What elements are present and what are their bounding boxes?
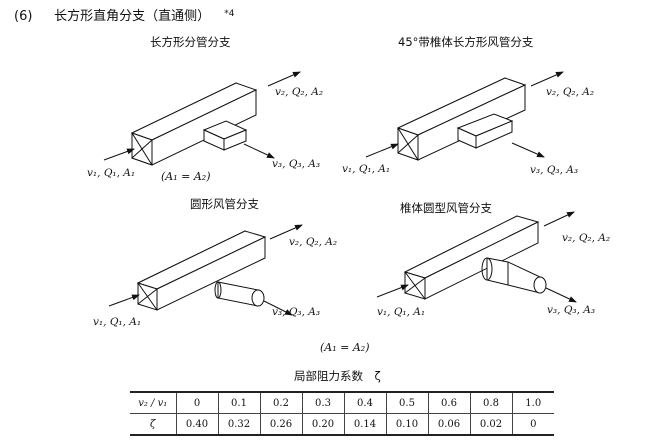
- figure-3-caption: 圆形风管分支: [190, 197, 259, 211]
- table-cell: 0.02: [469, 413, 512, 436]
- table-cell: 0.5: [385, 391, 428, 414]
- velocity-ratio-row: v₂ / v₁ 0 0.1 0.2 0.3 0.4 0.5 0.6 0.8 1.…: [130, 391, 554, 414]
- section-number: (6): [14, 9, 33, 24]
- table-cell: 0.1: [217, 391, 260, 414]
- figure-3-upstream-label: v₁, Q₁, A₁: [93, 316, 142, 328]
- table-cell: 0.8: [469, 391, 512, 414]
- table-cell: 0.06: [427, 413, 470, 436]
- table-cell: 0.20: [301, 413, 344, 436]
- table-cell: 0.2: [259, 391, 302, 414]
- area-equation-top: (A₁ = A₂): [161, 170, 211, 183]
- figure-1-branch-label: v₃, Q₃, A₃: [272, 158, 321, 170]
- figure-4-caption: 椎体圆型风管分支: [400, 201, 492, 215]
- figure-4-branch-label: v₃, Q₃, A₃: [547, 304, 596, 316]
- section-heading: (6) 长方形直角分支（直通侧） *4: [14, 5, 235, 24]
- table-cell: 0.3: [301, 391, 344, 414]
- figure-4-straight-label: v₂, Q₂, A₂: [562, 232, 611, 244]
- table-title: 局部阻力系数 ζ: [294, 369, 381, 383]
- figure-4-upstream-label: v₁, Q₁, A₁: [377, 306, 426, 318]
- figure-1-straight-label: v₂, Q₂, A₂: [275, 86, 324, 98]
- row-header-velocity-ratio: v₂ / v₁: [130, 391, 176, 414]
- figure-1-upstream-label: v₁, Q₁, A₁: [87, 167, 136, 179]
- section-title: 长方形直角分支（直通侧）: [54, 9, 211, 24]
- table-cell: 0.4: [343, 391, 386, 414]
- table-cell: 0.10: [385, 413, 428, 436]
- table-cell: 0: [511, 413, 554, 436]
- figure-2-upstream-label: v₁, Q₁, A₁: [342, 163, 391, 175]
- row-header-zeta: ζ: [130, 413, 176, 436]
- table-cell: 0.26: [259, 413, 302, 436]
- table-cell: 0: [175, 391, 218, 414]
- coefficient-row: ζ 0.40 0.32 0.26 0.20 0.14 0.10 0.06 0.0…: [130, 413, 554, 436]
- figure-1-caption: 长方形分管分支: [150, 35, 231, 49]
- area-equation-bottom: (A₁ = A₂): [320, 341, 370, 354]
- table-cell: 0.40: [175, 413, 218, 436]
- table-cell: 0.6: [427, 391, 470, 414]
- figure-3-straight-label: v₂, Q₂, A₂: [289, 236, 338, 248]
- footnote-marker: *4: [224, 9, 235, 19]
- figure-2-straight-label: v₂, Q₂, A₂: [546, 86, 595, 98]
- table-cell: 1.0: [511, 391, 554, 414]
- figure-2-branch-label: v₃, Q₃, A₃: [530, 164, 579, 176]
- figure-2-caption: 45°带椎体长方形风管分支: [398, 35, 534, 49]
- figure-3-branch-label: v₃, Q₃, A₃: [272, 306, 321, 318]
- table-cell: 0.14: [343, 413, 386, 436]
- resistance-coefficient-table: v₂ / v₁ 0 0.1 0.2 0.3 0.4 0.5 0.6 0.8 1.…: [130, 391, 554, 436]
- table-cell: 0.32: [217, 413, 260, 436]
